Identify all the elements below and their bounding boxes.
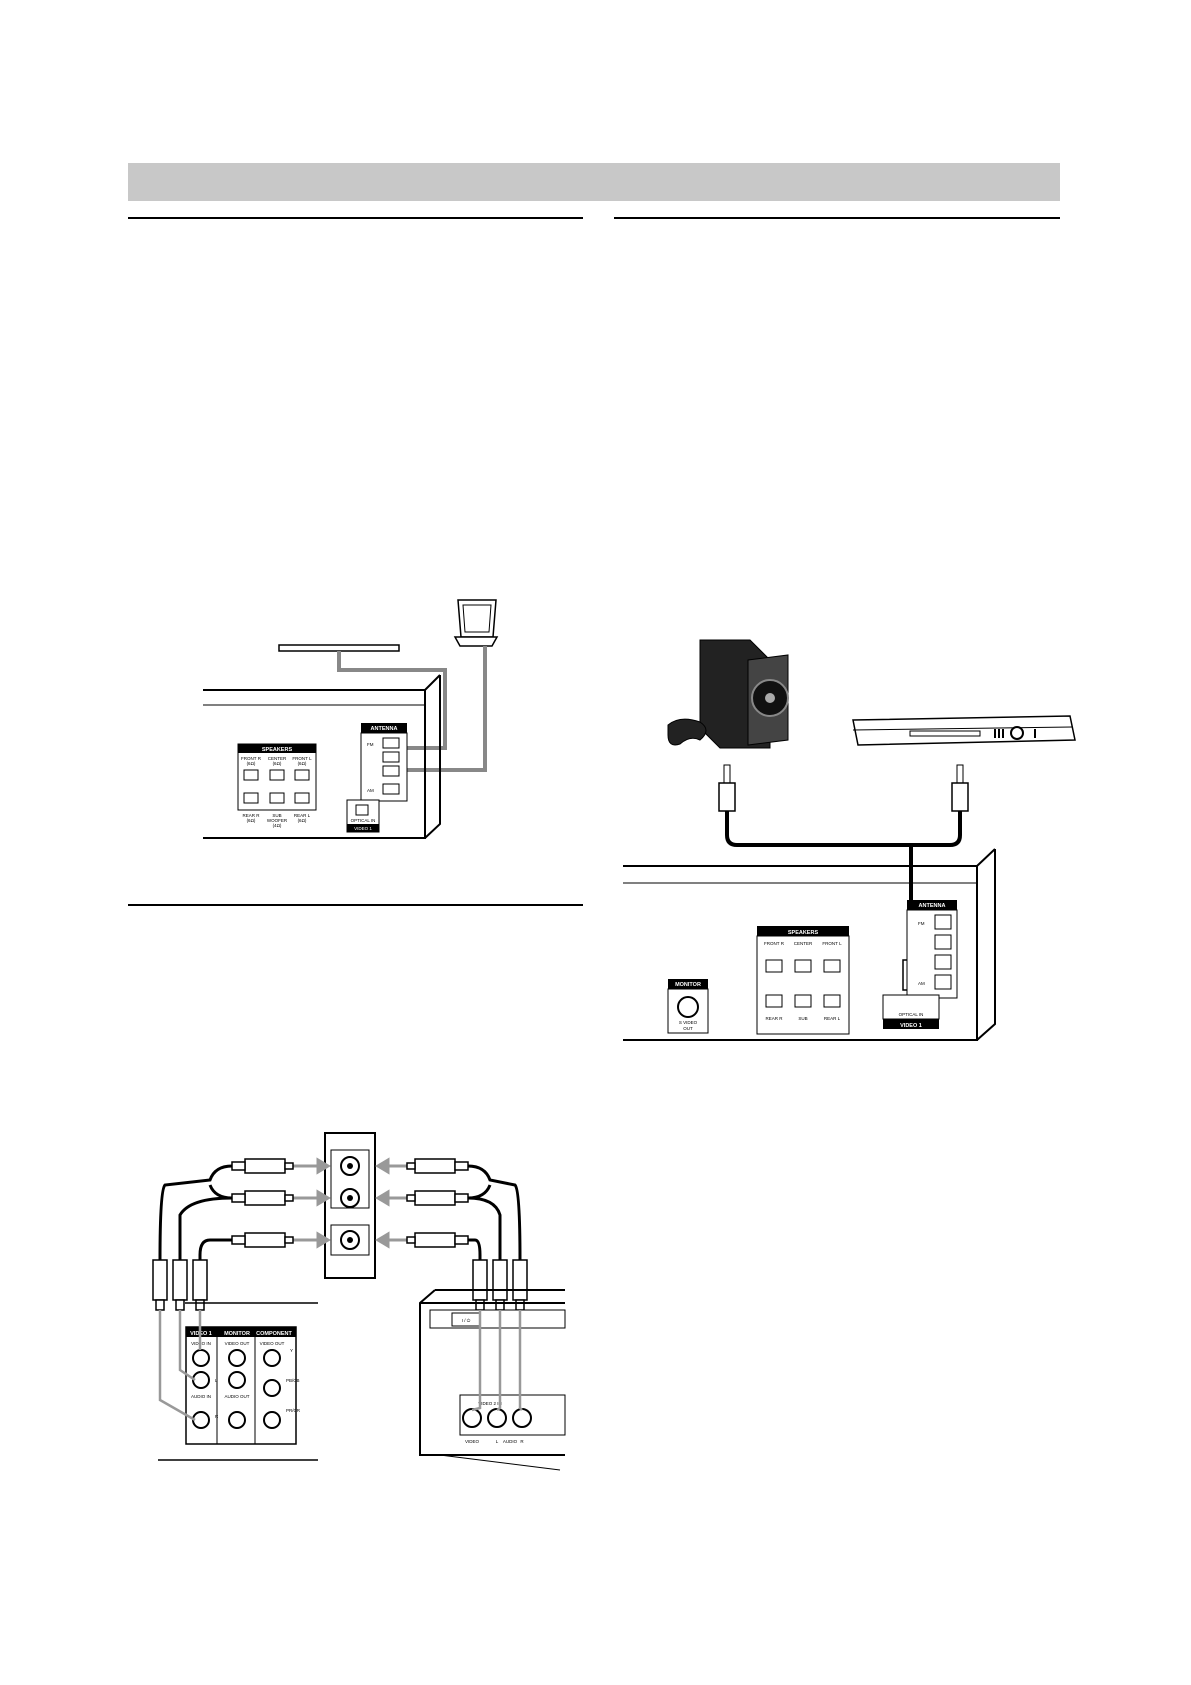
av-component-label: COMPONENT [256, 1331, 292, 1337]
rule-av-section [128, 904, 583, 906]
av-y-label: Y [290, 1348, 293, 1353]
video1-label-2: VIDEO 1 [900, 1023, 922, 1029]
vcr-audio-label: AUDIO [503, 1439, 518, 1444]
av-pb-label: PB/CB [286, 1378, 300, 1383]
speaker-front-l-label: FRONT L [292, 756, 312, 761]
av-l-label: L [215, 1378, 218, 1383]
fm-label: FM [367, 742, 374, 747]
video1-label: VIDEO 1 [354, 826, 372, 831]
speaker-front-l-ohm: (6Ω) [298, 761, 307, 766]
av-jacks [192, 1349, 281, 1429]
optical-in-label: OPTICAL IN [351, 818, 376, 823]
speaker-rear-r-label: REAR R [242, 813, 260, 818]
av-r-label: R [215, 1414, 219, 1419]
vcr-audio-l-label: L [496, 1439, 499, 1444]
vcr-jacks [462, 1408, 532, 1428]
am-label: AM [367, 788, 374, 793]
antenna-label-2: ANTENNA [919, 903, 946, 909]
right-rca-cables [406, 1158, 528, 1311]
speaker-front-l-label-2: FRONT L [822, 941, 842, 946]
av-routing-right [471, 1310, 523, 1412]
monitor-label: MONITOR [675, 982, 701, 988]
speaker-sub-label: SUB [272, 813, 281, 818]
vcr-audio-r-label: R [520, 1439, 524, 1444]
connection-arrows [290, 1157, 410, 1249]
speaker-center-label-2: CENTER [794, 941, 813, 946]
av-video-out-comp-label: VIDEO OUT [260, 1341, 285, 1346]
speaker-sub-ohm: (4Ω) [273, 823, 282, 828]
speaker-rear-l-ohm: (6Ω) [298, 818, 307, 823]
speaker-terminals-top: FRONT R (6Ω) CENTER (6Ω) FRONT L (6Ω) [241, 756, 312, 804]
av-audio-in-label: AUDIO IN [191, 1394, 211, 1399]
speakers-label: SPEAKERS [262, 747, 293, 753]
av-audio-out-label: AUDIO OUT [224, 1394, 249, 1399]
svideo-out-label: S VIDEO [679, 1020, 698, 1025]
fm-label-2: FM [918, 921, 925, 926]
av-monitor-label: MONITOR [224, 1331, 250, 1337]
speaker-front-r-label: FRONT R [241, 756, 262, 761]
am-loop-antenna [453, 599, 499, 647]
am-label-2: AM [918, 981, 925, 986]
speaker-rear-l-label: REAR L [294, 813, 311, 818]
vcr-input-label: VIDEO 2 IN [478, 1401, 502, 1406]
speaker-center-label: CENTER [268, 756, 287, 761]
av-video-out-label: VIDEO OUT [225, 1341, 250, 1346]
speaker-woofer-label: WOOFER [267, 818, 288, 823]
tv-terminal-block [324, 1132, 376, 1279]
speaker-sub-label-2: SUB [798, 1016, 807, 1021]
vcr-video-label: VIDEO [465, 1439, 480, 1444]
left-rca-cables [152, 1158, 294, 1311]
av-routing-left [158, 1310, 202, 1422]
speaker-rear-l-label-2: REAR L [824, 1016, 841, 1021]
speaker-center-ohm: (6Ω) [273, 761, 282, 766]
speaker-rear-r-label-2: REAR R [765, 1016, 783, 1021]
dvd-player [852, 715, 1076, 746]
section-header-bar [128, 163, 1060, 201]
rule-antenna-section [128, 217, 583, 219]
speaker-front-r-ohm: (6Ω) [247, 761, 256, 766]
speaker-rear-r-ohm: (6Ω) [247, 818, 256, 823]
antenna-label: ANTENNA [371, 726, 398, 732]
optical-in-label-2: OPTICAL IN [899, 1012, 924, 1017]
rule-optical-section [614, 217, 1060, 219]
speakers-label-2: SPEAKERS [788, 930, 819, 936]
vcr-power-label: I / ⏻ [462, 1318, 471, 1323]
game-console [667, 639, 789, 749]
speaker-front-r-label-2: FRONT R [764, 941, 785, 946]
svideo-out-label-2: OUT [683, 1026, 693, 1031]
av-pr-label: PR/CR [286, 1408, 301, 1413]
